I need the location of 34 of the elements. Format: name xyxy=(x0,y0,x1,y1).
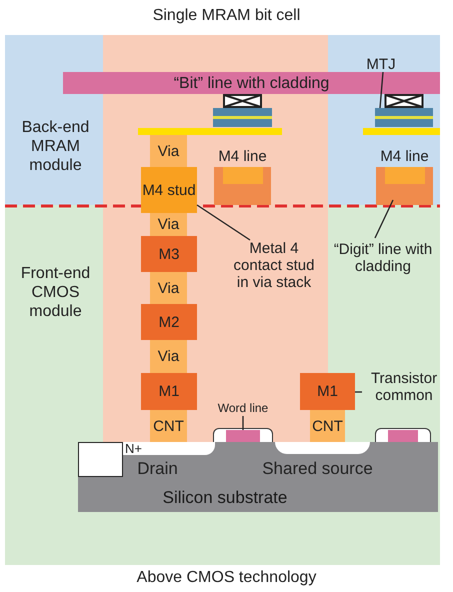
m1-block: M1 xyxy=(300,373,355,410)
gate-block xyxy=(375,428,431,442)
mtj-label: MTJ xyxy=(362,56,400,72)
m4-stud: M4 stud xyxy=(141,167,197,213)
substrate-label: Silicon substrate xyxy=(110,485,340,509)
leader-line xyxy=(355,391,362,393)
callout-text: Word line xyxy=(210,400,276,416)
gate-block xyxy=(213,428,273,442)
diagram-title: Single MRAM bit cell xyxy=(152,6,302,26)
mtj-stack xyxy=(213,94,272,127)
m2-block: M2 xyxy=(141,304,197,340)
mtj-stack xyxy=(375,94,433,127)
contact-block: CNT xyxy=(150,410,187,442)
leader-line xyxy=(196,204,250,241)
callout-text: “Digit” line with cladding xyxy=(323,238,443,278)
leader-line xyxy=(379,72,384,108)
via-block: Via xyxy=(150,213,187,236)
region-label: Back-end MRAM module xyxy=(20,118,90,176)
source-diffusion xyxy=(275,442,370,454)
m1-block: M1 xyxy=(141,373,197,410)
via-block: Via xyxy=(150,135,187,167)
region-label: Shared source xyxy=(261,458,374,479)
m3-block: M3 xyxy=(141,236,197,272)
via-block: Via xyxy=(150,340,187,373)
diagram-caption: Above CMOS technology xyxy=(136,568,318,588)
callout-text: Transistor common xyxy=(362,370,446,404)
contact-block: CNT xyxy=(310,410,345,442)
leader-line xyxy=(242,416,244,430)
n-plus-region: N+ xyxy=(123,442,215,455)
via-block: Via xyxy=(150,272,187,304)
leader-line xyxy=(374,200,394,238)
region-label: Drain xyxy=(136,458,179,479)
callout-text: Metal 4 contact stud in via stack xyxy=(228,238,320,292)
region-label: Front-end CMOS module xyxy=(20,264,92,322)
